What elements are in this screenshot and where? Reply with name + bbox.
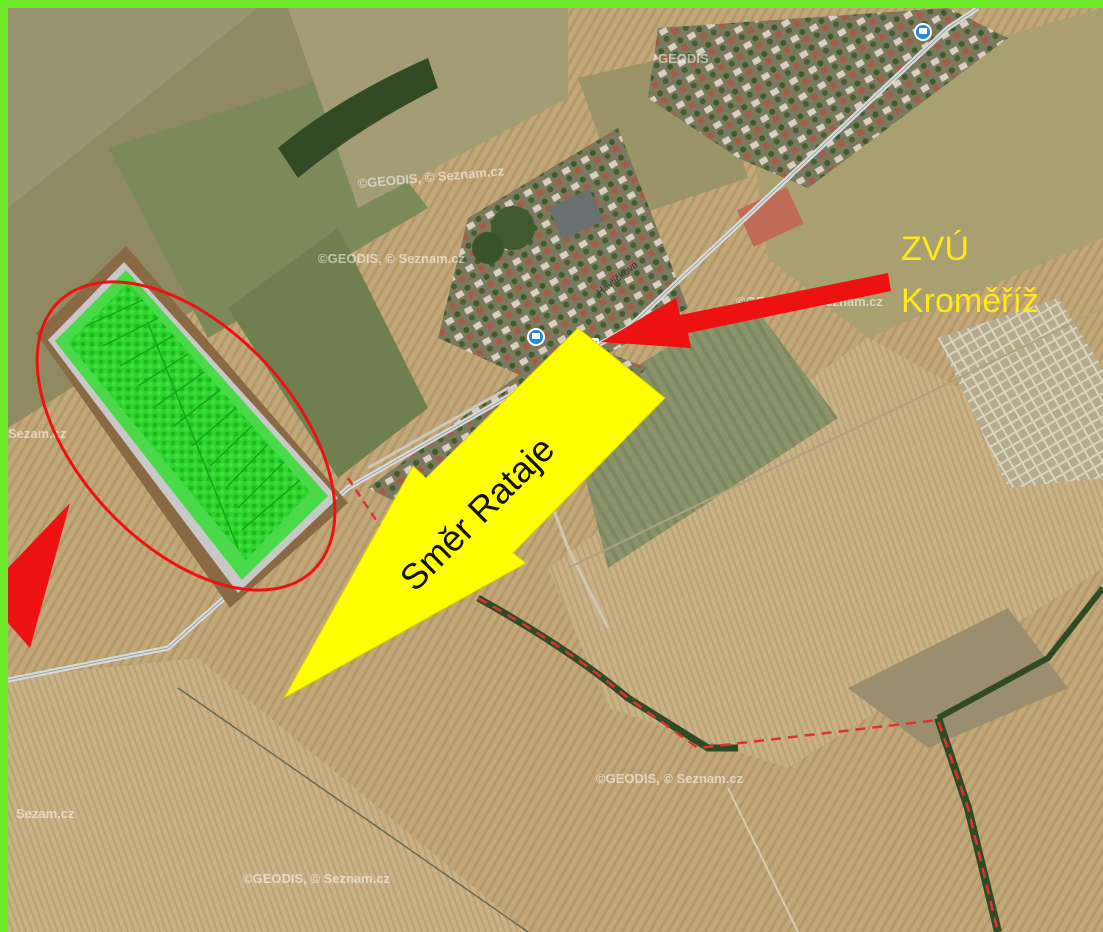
institute-label-line2: Kroměříž — [901, 282, 1039, 320]
field-boundary — [567, 307, 1103, 569]
institute-label-line1: ZVÚ — [901, 230, 969, 268]
village-center — [438, 128, 688, 388]
direction-arrow — [282, 327, 666, 700]
building-grey — [548, 188, 605, 240]
trial-plots-east — [938, 298, 1103, 488]
watermark: Sezam.cz — [16, 806, 75, 821]
watermark: ©GEODIS, © Seznam.cz — [243, 871, 391, 886]
field-path — [727, 787, 799, 932]
plot-subdivisions — [85, 299, 301, 549]
pointer-arrow-institute — [601, 273, 891, 348]
plot-highlight-ellipse — [35, 280, 337, 592]
aerial-map[interactable]: ©GEODIS, © Seznam.cz ©GEODIS, © Seznam.c… — [8, 8, 1103, 932]
map-canvas[interactable]: ©GEODIS, © Seznam.cz ©GEODIS, © Seznam.c… — [8, 8, 1103, 932]
bus-stop-icon[interactable] — [914, 23, 932, 41]
tree-line — [936, 586, 1103, 721]
field-path — [177, 687, 529, 932]
forest-belt — [278, 58, 438, 178]
field-green-strips — [228, 228, 428, 478]
field-green-east — [568, 298, 838, 568]
watermark: ©GEODIS, © Seznam.cz — [596, 771, 744, 786]
pointer-arrow-plot — [8, 503, 70, 648]
field-grey — [848, 608, 1068, 748]
field-corner — [8, 8, 258, 208]
field-east-large — [548, 338, 1103, 768]
main-road-edge — [8, 8, 979, 681]
plot-crop-area — [68, 283, 310, 560]
bus-stop-icon[interactable] — [527, 328, 545, 346]
watermark: GEODIS — [658, 51, 709, 66]
tree-group — [491, 206, 535, 250]
watermark: ©GEODIS, © Seznam.cz — [318, 251, 466, 266]
field-southwest — [8, 658, 528, 932]
cadastral-boundary — [477, 596, 1000, 932]
experimental-plot — [36, 246, 348, 608]
building-red-roofs — [736, 187, 804, 247]
field-north — [288, 8, 568, 208]
tree-group — [472, 232, 504, 264]
